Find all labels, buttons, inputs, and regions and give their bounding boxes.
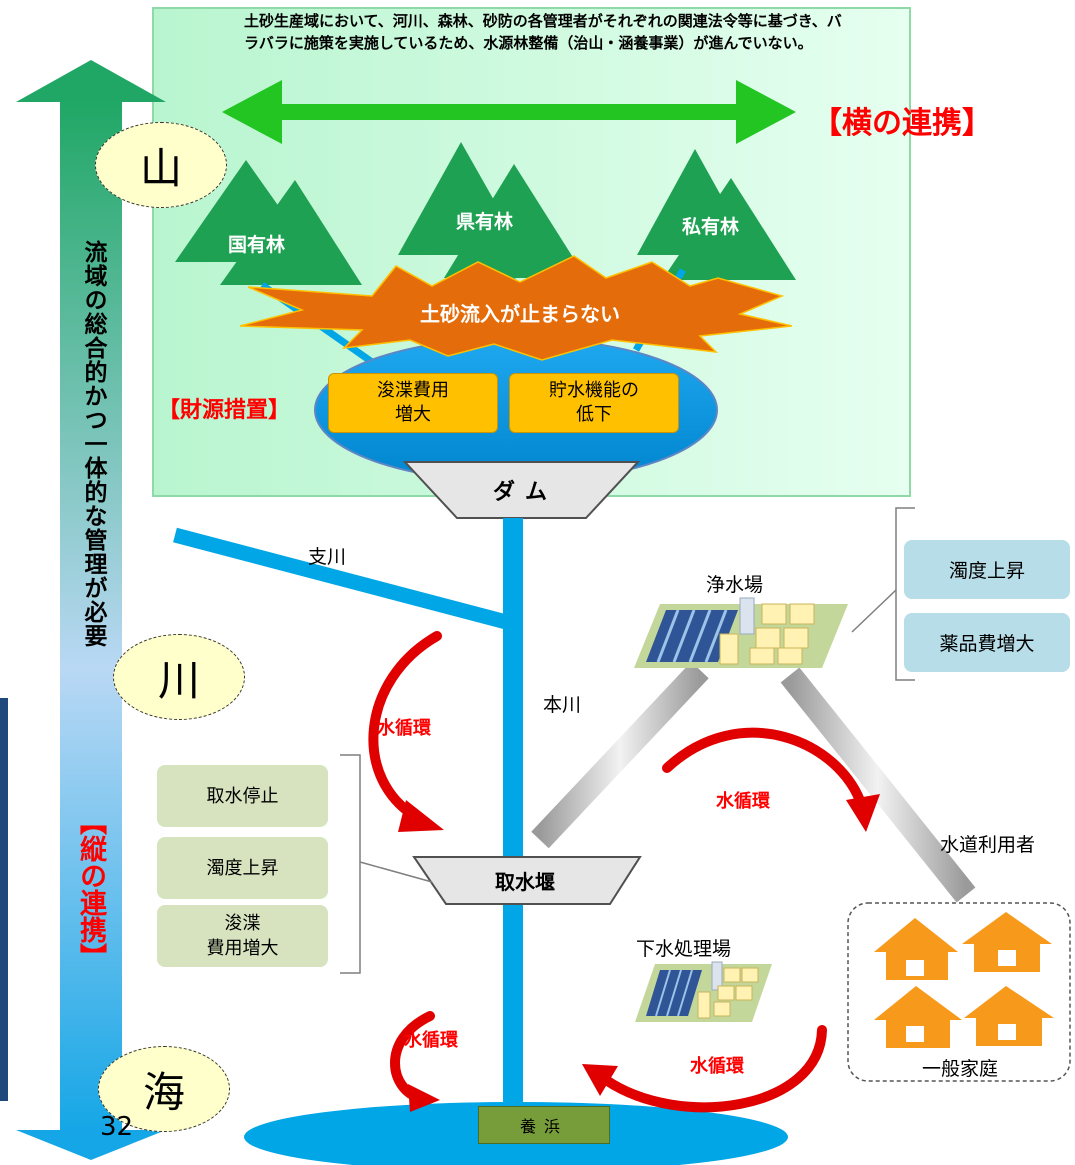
beach-nourishment-box: 養浜 bbox=[478, 1106, 610, 1144]
dam-shape bbox=[402, 461, 641, 519]
water-cycle-arrow bbox=[582, 1025, 827, 1113]
forest-prefectural-label: 県有林 bbox=[456, 211, 514, 233]
households-label: 一般家庭 bbox=[922, 1058, 999, 1080]
dredging-cost-box: 浚渫費用増大 bbox=[328, 373, 498, 433]
beach-nourishment-label: 養浜 bbox=[519, 1117, 568, 1136]
dredging-cost-line2: 増大 bbox=[395, 404, 431, 425]
intake-issues-connector bbox=[359, 861, 433, 883]
main-river-label: 本川 bbox=[543, 694, 582, 716]
vertical-link-label: 【縦の連携】 bbox=[75, 808, 106, 970]
intake-issue-turbidity: 濁度上昇 bbox=[157, 837, 328, 899]
intake-issue-dredging: 浚渫費用増大 bbox=[157, 905, 328, 967]
zone-river-circle: 川 bbox=[113, 634, 245, 720]
purification-issue-turbidity: 濁度上昇 bbox=[904, 540, 1070, 599]
intake-issue-stop: 取水停止 bbox=[157, 765, 328, 827]
water-cycle-label-lower-right: 水循環 bbox=[690, 1056, 744, 1077]
purification-plant-label: 浄水場 bbox=[706, 574, 764, 596]
intake-issues-bracket bbox=[340, 754, 361, 974]
intake-issue-dredging-line2: 費用増大 bbox=[206, 938, 279, 959]
zone-mountain-label: 山 bbox=[139, 143, 182, 193]
water-cycle-arrow bbox=[368, 631, 444, 832]
water-cycle-label-lower-left: 水循環 bbox=[404, 1030, 458, 1051]
purification-issues-connector bbox=[851, 589, 897, 633]
horizontal-link-label: 【横の連携】 bbox=[812, 106, 992, 141]
zone-sea-label: 海 bbox=[142, 1067, 185, 1117]
water-cycle-arrow bbox=[662, 727, 880, 832]
storage-decline-line2: 低下 bbox=[576, 404, 612, 425]
sewage-plant-icon bbox=[635, 961, 772, 1022]
water-cycle-label-right: 水循環 bbox=[716, 791, 770, 812]
house-icon bbox=[874, 918, 958, 980]
tributary-line bbox=[173, 527, 512, 631]
intake-issue-stop-text: 取水停止 bbox=[206, 785, 279, 807]
vertical-management-text: 流域の総合的かつ一体的な管理が必要 bbox=[80, 240, 106, 648]
storage-decline-box: 貯水機能の低下 bbox=[509, 373, 679, 433]
left-edge-bar bbox=[0, 698, 8, 1101]
forest-national-label: 国有林 bbox=[228, 234, 286, 256]
water-cycle-label-upper-left: 水循環 bbox=[377, 718, 431, 739]
sediment-burst-shape bbox=[239, 255, 793, 361]
top-note: 土砂生産域において、河川、森林、砂防の各管理者がそれぞれの関連法令等に基づき、バ… bbox=[244, 12, 842, 52]
dam-label: ダム bbox=[492, 480, 557, 505]
sediment-burst-label: 土砂流入が止まらない bbox=[420, 302, 620, 326]
pipe-purification-to-users bbox=[780, 667, 976, 903]
purification-issue-chemical-cost-text: 薬品費増大 bbox=[939, 633, 1035, 655]
zone-sea-circle: 海 bbox=[98, 1046, 230, 1132]
house-icon bbox=[874, 986, 962, 1048]
purification-plant-icon bbox=[634, 597, 848, 668]
zone-mountain-circle: 山 bbox=[95, 122, 227, 208]
forest-private-label: 私有林 bbox=[682, 216, 740, 238]
zone-river-label: 川 bbox=[157, 655, 200, 705]
intake-weir-shape bbox=[412, 856, 642, 905]
house-icon bbox=[962, 912, 1052, 972]
purification-issue-turbidity-text: 濁度上昇 bbox=[948, 560, 1025, 582]
intake-issue-turbidity-text: 濁度上昇 bbox=[206, 857, 279, 879]
intake-weir-label: 取水堰 bbox=[495, 870, 555, 894]
horizontal-double-arrow bbox=[222, 80, 796, 144]
vertical-double-arrow bbox=[16, 60, 166, 1160]
purification-issue-chemical-cost: 薬品費増大 bbox=[904, 613, 1070, 672]
house-icon bbox=[964, 986, 1054, 1046]
page-number: 32 bbox=[100, 1112, 134, 1142]
tributary-label: 支川 bbox=[308, 546, 347, 568]
pipe-weir-to-purification bbox=[531, 661, 709, 849]
storage-decline-line1: 貯水機能の bbox=[549, 380, 639, 401]
water-users-label: 水道利用者 bbox=[940, 834, 1036, 856]
purification-issues-bracket bbox=[895, 507, 915, 681]
water-cycle-arrow bbox=[390, 1011, 440, 1112]
intake-issue-dredging-line1: 浚渫 bbox=[224, 913, 261, 934]
finance-label: 【財源措置】 bbox=[158, 398, 291, 423]
sewage-plant-label: 下水処理場 bbox=[636, 938, 732, 960]
dredging-cost-line1: 浚渫費用 bbox=[377, 380, 449, 401]
